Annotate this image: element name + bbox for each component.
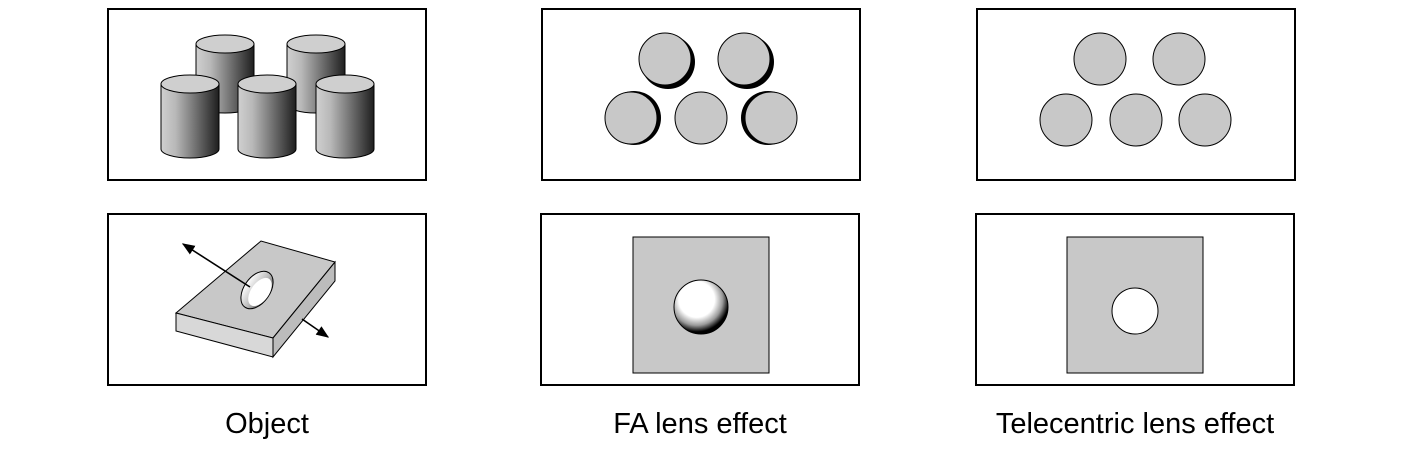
caption-object: Object <box>225 408 309 440</box>
cylinder-front-center <box>237 74 297 159</box>
panel-object-plate <box>107 213 427 386</box>
panel-telecentric-circles <box>976 8 1296 181</box>
circle-front-right <box>741 91 798 145</box>
circle-back-left <box>1073 32 1127 86</box>
lens-comparison-diagram <box>107 8 1296 386</box>
circle-back-right <box>717 32 774 89</box>
clean-hole <box>1111 287 1159 335</box>
panel-frame <box>541 8 861 181</box>
circle-front-center <box>1109 93 1163 147</box>
cylinder-group-icon <box>160 34 375 159</box>
panel-fa-square <box>540 213 860 386</box>
circle-back-right <box>1152 32 1206 86</box>
caption-telecentric-lens-effect: Telecentric lens effect <box>995 408 1275 440</box>
gray-square <box>1066 236 1204 374</box>
panel-fa-circles <box>541 8 861 181</box>
double-arrow-icon <box>181 243 330 338</box>
circle-back-left <box>638 32 695 89</box>
circle-front-center <box>674 91 728 145</box>
circle-front-right <box>1178 93 1232 147</box>
plate-with-hole-icon <box>174 240 336 359</box>
panel-telecentric-square <box>975 213 1295 386</box>
shaded-hole <box>673 279 729 335</box>
circle-front-left <box>1039 93 1093 147</box>
cylinder-front-right <box>315 74 375 159</box>
caption-fa-lens-effect: FA lens effect <box>613 408 787 440</box>
panel-object-cylinders <box>107 8 427 181</box>
circle-front-left <box>604 91 661 145</box>
cylinder-front-left <box>160 74 220 159</box>
